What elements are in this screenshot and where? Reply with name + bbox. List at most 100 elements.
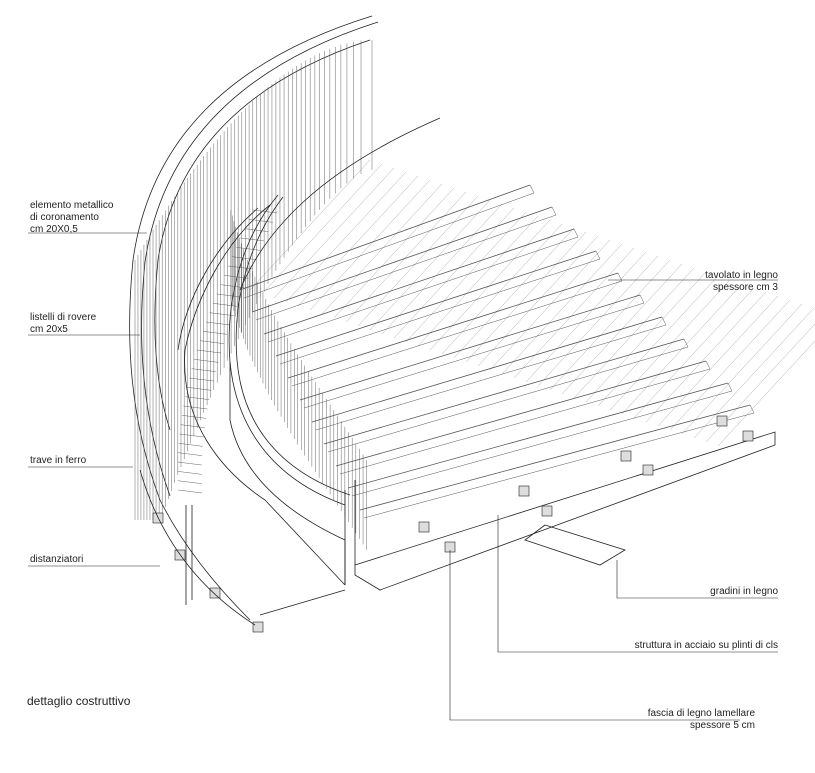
step-riser	[243, 192, 535, 299]
ramp-board	[232, 256, 257, 260]
label-line: listelli di rovere	[30, 312, 97, 323]
isometric-structure	[129, 15, 815, 633]
wooden-steps	[239, 159, 815, 519]
step-end	[639, 294, 645, 304]
concrete-plinth	[209, 587, 221, 599]
drawing-caption: dettaglio costruttivo	[27, 694, 131, 708]
label-tavolato: tavolato in legno spessore cm 3	[705, 270, 778, 294]
deck-board	[585, 271, 707, 403]
concrete-plinth	[620, 450, 632, 462]
ramp-board	[177, 471, 202, 475]
ramp-board	[252, 209, 278, 214]
step-edge	[263, 228, 575, 335]
ramp-board	[209, 312, 234, 316]
ramp-board	[177, 480, 202, 484]
deck-board	[345, 191, 467, 323]
concrete-plinth	[418, 521, 430, 533]
deck-board	[369, 199, 491, 331]
deck-board	[561, 263, 683, 395]
ramp-board	[194, 359, 219, 363]
label-line: trave in ferro	[30, 455, 87, 466]
step-edge	[359, 404, 751, 511]
ramp-board	[187, 387, 212, 391]
step-edge	[275, 250, 597, 357]
deck-board	[453, 227, 575, 359]
deck-board	[381, 203, 503, 335]
ramp-board	[189, 377, 214, 382]
fascia-front	[354, 431, 776, 591]
step-edge	[299, 294, 641, 401]
ramp-edge-outer	[184, 204, 346, 586]
concrete-plinths	[152, 415, 754, 633]
label-listelli: listelli di rovere cm 20x5	[30, 312, 96, 336]
deck-board	[297, 175, 419, 307]
label-line: distanziatori	[30, 554, 84, 565]
step-end	[573, 228, 579, 238]
deck-board	[573, 267, 695, 399]
concrete-plinth	[518, 485, 530, 497]
deck-board	[249, 159, 371, 291]
outer-wall-top-edge	[129, 15, 373, 621]
inner-wall-bottom	[229, 362, 346, 585]
deck-board	[513, 247, 635, 379]
ramp-edge-inner	[177, 207, 259, 351]
deck-board	[681, 303, 803, 435]
label-fascia: fascia di legno lamellare spessore 5 cm	[648, 708, 755, 732]
leader-fascia	[449, 550, 740, 721]
inner-wall-edge-2	[228, 194, 346, 506]
label-line: di coronamento	[30, 212, 99, 223]
deck-board	[333, 187, 455, 319]
step-end	[727, 382, 733, 392]
outer-wall-top-edge-2	[141, 21, 379, 497]
deck-board	[429, 219, 551, 351]
ramp-board	[179, 433, 204, 438]
deck-board	[717, 340, 815, 447]
label-distanziatori: distanziatori	[30, 554, 83, 566]
deck-arc	[239, 117, 441, 291]
deck-board	[321, 183, 443, 315]
deck-board	[609, 279, 731, 411]
step-edge	[239, 184, 531, 291]
ramp-board	[206, 321, 231, 326]
ramp-boards	[177, 209, 278, 494]
post-left	[185, 505, 193, 605]
label-line: cm 20X0,5	[30, 224, 78, 235]
step-riser	[303, 302, 645, 409]
concrete-plinth	[716, 415, 728, 427]
deck-board	[669, 299, 791, 431]
deck-board	[261, 163, 383, 295]
label-line: gradini in legno	[710, 586, 778, 597]
ramp-board	[202, 331, 228, 335]
label-trave: trave in ferro	[30, 455, 86, 467]
ramp-board	[224, 275, 249, 279]
concrete-plinth	[742, 430, 754, 442]
deck-board	[525, 251, 647, 383]
ramp-board	[199, 340, 224, 344]
deck-board	[441, 223, 563, 355]
lower-step-plate	[524, 524, 626, 566]
step-end	[661, 316, 667, 326]
ramp-board	[180, 424, 205, 428]
deck-board	[537, 255, 659, 387]
base-curve	[139, 469, 256, 626]
ramp-board	[216, 293, 241, 298]
step-end	[683, 338, 689, 348]
deck-board	[633, 287, 755, 419]
ramp-board	[244, 228, 269, 232]
leader-gradini	[616, 560, 778, 599]
concrete-plinth	[541, 505, 553, 517]
step-end	[551, 206, 557, 216]
deck-board	[309, 179, 431, 311]
ramp-board	[185, 396, 210, 400]
deck-board	[477, 235, 599, 367]
label-line: fascia di legno lamellare	[647, 708, 755, 719]
label-line: cm 20x5	[30, 324, 68, 335]
deck-board	[273, 167, 395, 299]
front-vertical-wall	[344, 480, 356, 585]
ramp-board	[236, 247, 261, 251]
deck-board	[645, 291, 767, 423]
deck-board	[357, 195, 479, 327]
step-riser	[315, 324, 667, 431]
label-gradini: gradini in legno	[710, 586, 778, 598]
step-riser	[351, 390, 733, 497]
